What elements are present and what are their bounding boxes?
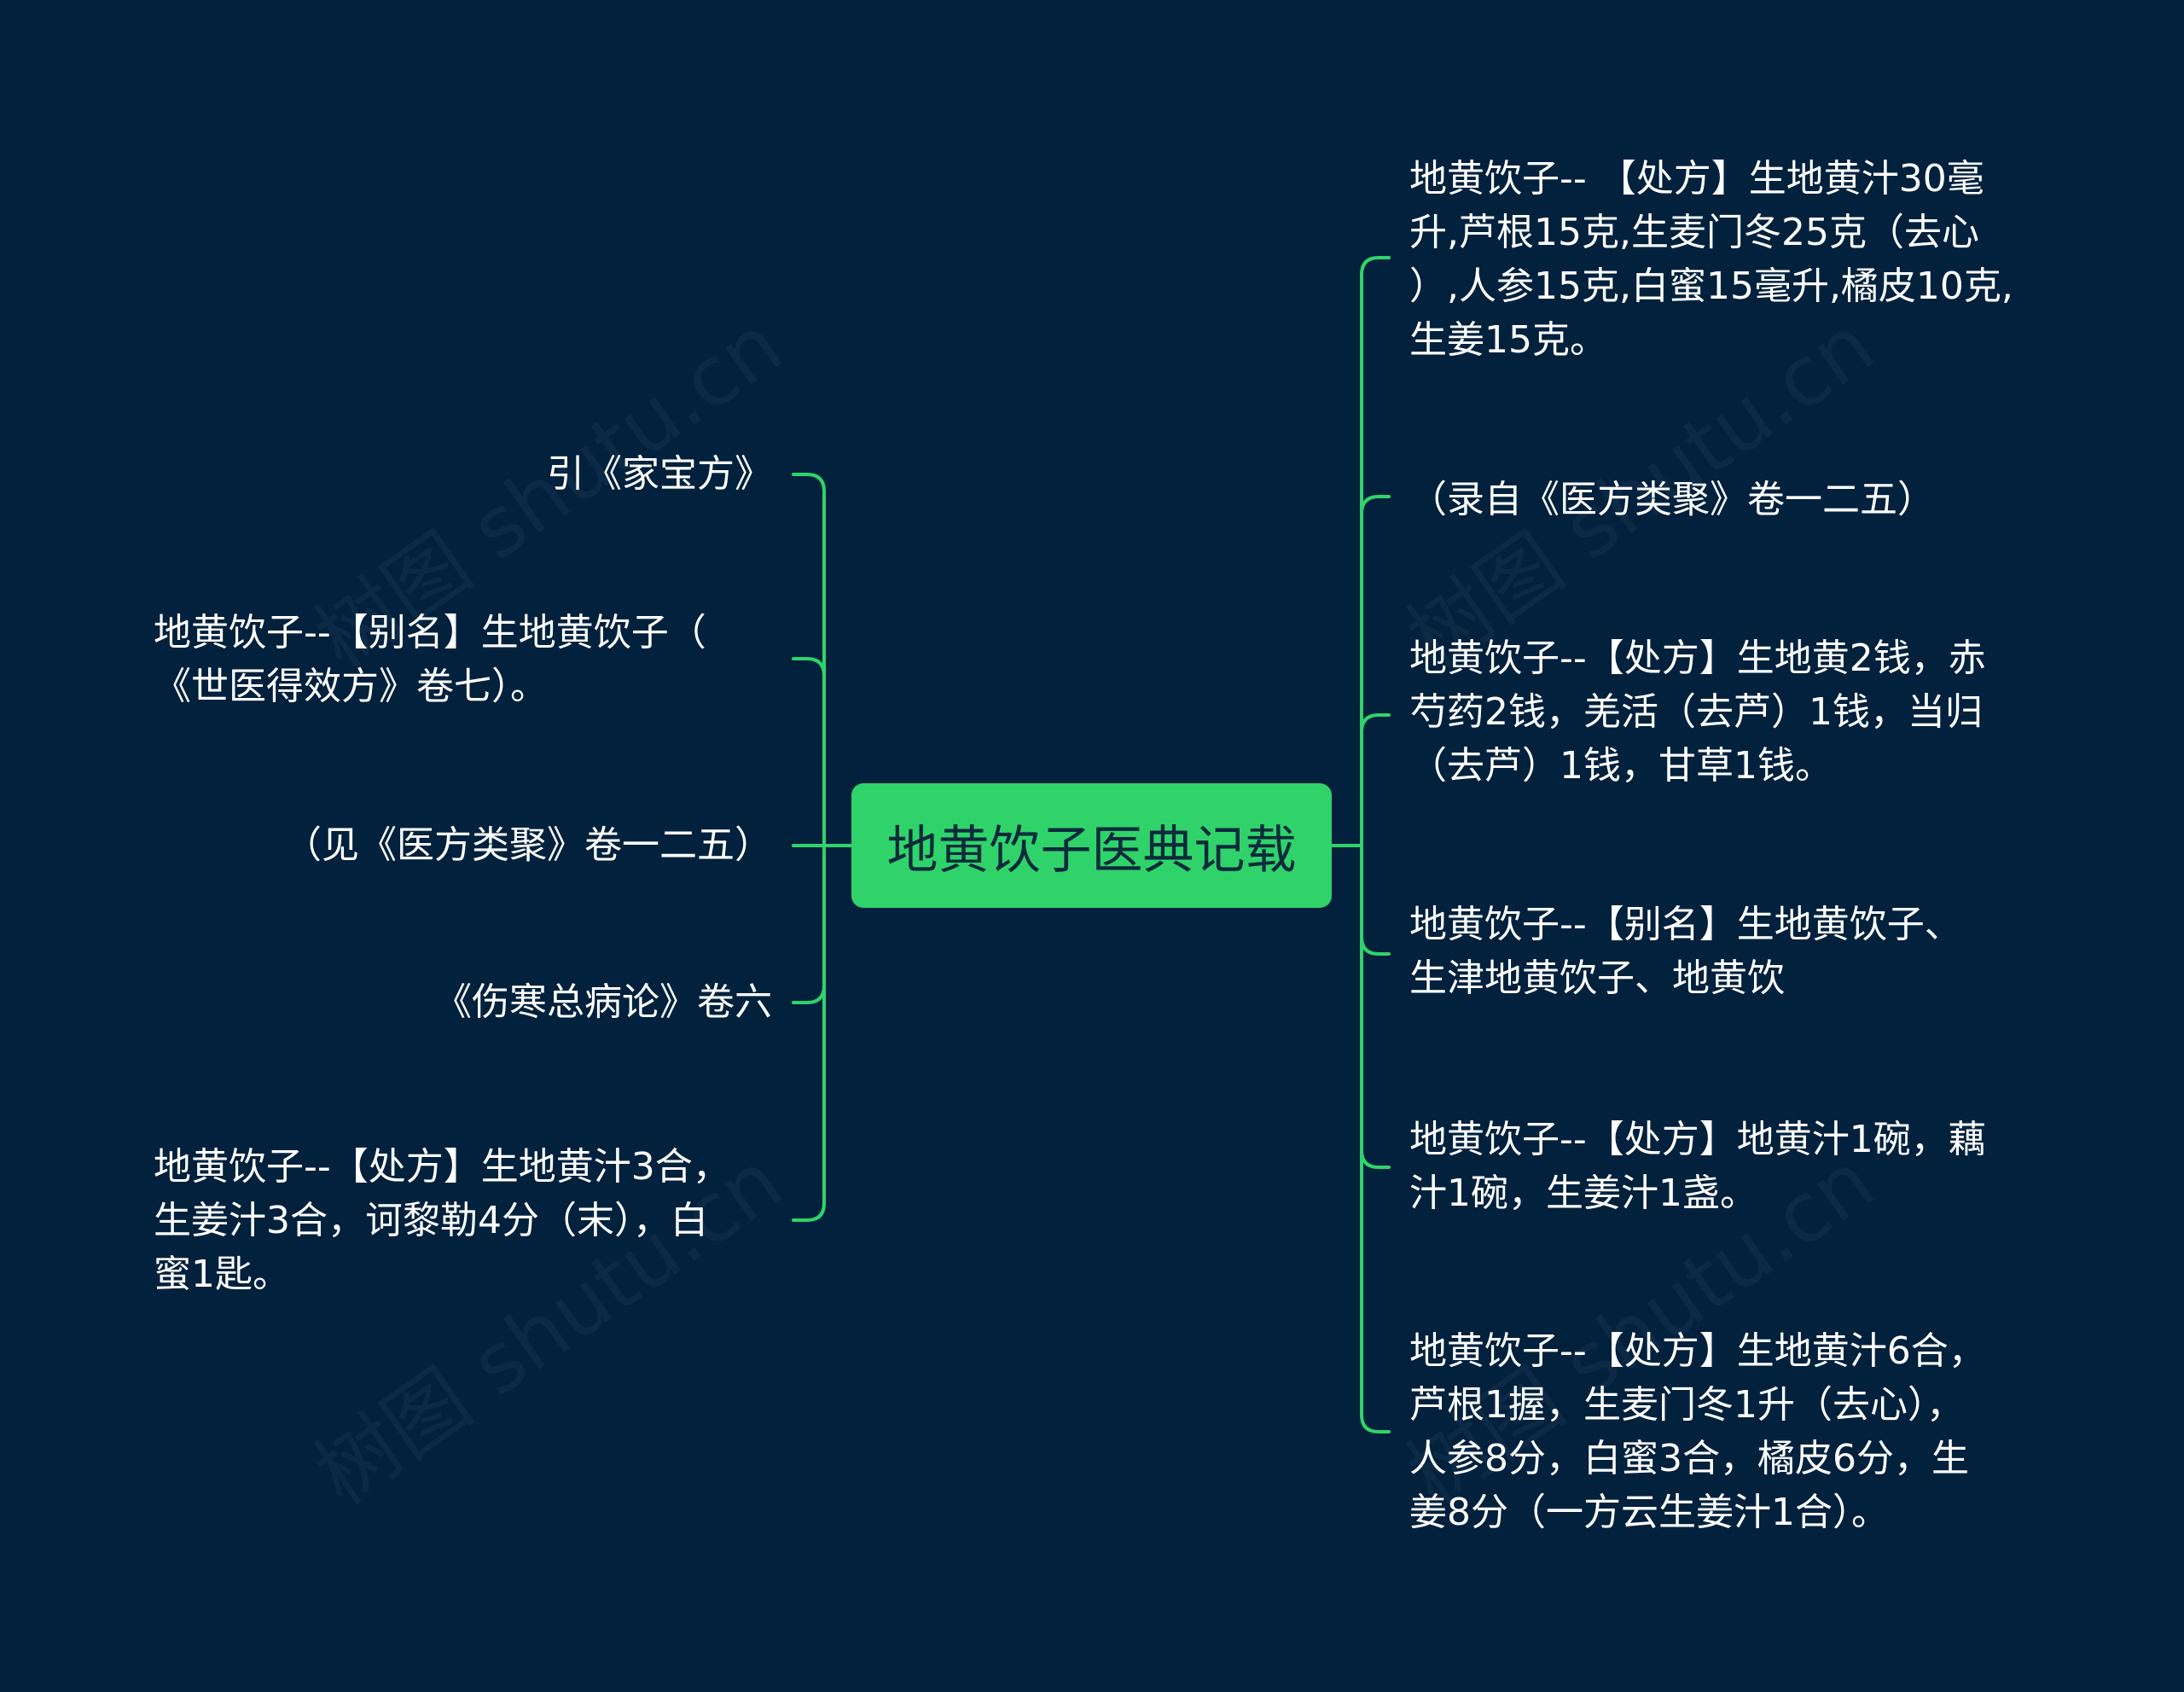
center-topic-node[interactable]: 地黄饮子医典记载: [851, 783, 1332, 908]
left-node-3[interactable]: （见《医方类聚》卷一二五）: [284, 823, 772, 867]
center-topic-label: 地黄饮子医典记载: [886, 820, 1297, 881]
connector-right-3: [1360, 713, 1391, 734]
right-node-5[interactable]: 地黄饮子--【处方】地黄汁1碗，藕 汁1碗，生姜汁1盏。: [1409, 1118, 1986, 1215]
connector-left-5: [792, 1201, 826, 1222]
right-node-1[interactable]: 地黄饮子-- 【处方】生地黄汁30毫 升,芦根15克,生麦门冬25克（去心 ）,…: [1409, 157, 2013, 362]
left-node-2[interactable]: 地黄饮子--【别名】生地黄饮子（ 《世医得效方》卷七）。: [154, 611, 706, 708]
right-node-2[interactable]: （录自《医方类聚》卷一二五）: [1409, 478, 1935, 521]
connector-right-1: [1360, 256, 1391, 276]
connector-left-2: [792, 657, 826, 677]
connector-right-5: [1360, 1148, 1391, 1169]
connector-right-6: [1360, 1413, 1391, 1433]
connector-left-4: [792, 984, 826, 1004]
connector-left-1: [792, 473, 826, 493]
connector-right-4: [1360, 935, 1391, 956]
right-node-6[interactable]: 地黄饮子--【处方】生地黄汁6合， 芦根1握，生麦门冬1升（去心）， 人参8分，…: [1409, 1329, 1986, 1534]
right-node-4[interactable]: 地黄饮子--【别名】生地黄饮子、 生津地黄饮子、地黄饮: [1409, 903, 1962, 1000]
left-node-5[interactable]: 地黄饮子--【处方】生地黄汁3合， 生姜汁3合，诃黎勒4分（末），白 蜜1匙。: [154, 1145, 730, 1296]
connector-right-2: [1360, 495, 1391, 515]
left-node-4[interactable]: 《伤寒总病论》卷六: [434, 980, 772, 1024]
right-node-3[interactable]: 地黄饮子--【处方】生地黄2钱，赤 芍药2钱，羌活（去芦）1钱，当归 （去芦）1…: [1409, 637, 1986, 788]
left-node-1[interactable]: 引《家宝方》: [547, 452, 772, 496]
